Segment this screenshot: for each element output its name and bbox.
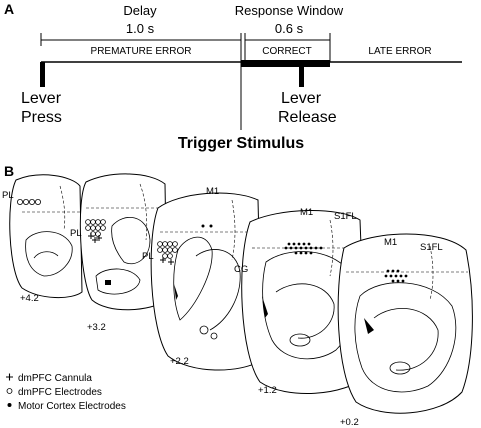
lever-release-label-line1: Lever [281, 90, 322, 107]
segment-premature-error: PREMATURE ERROR [91, 46, 192, 57]
legend-dmpfc-electrodes-label: dmPFC Electrodes [18, 387, 102, 398]
brain-section-4-2 [9, 174, 83, 299]
region-label-pl-3: PL [142, 251, 154, 262]
panel-b-letter: B [4, 163, 14, 179]
brain-section-3-2 [79, 173, 168, 311]
trigger-stimulus-title: Trigger Stimulus [178, 135, 304, 152]
region-label-m1-3: M1 [384, 237, 397, 248]
response-window-label: Response Window [235, 3, 344, 18]
region-label-m1-2: M1 [300, 207, 313, 218]
region-label-s1fl-2: S1FL [420, 242, 443, 253]
motor-electrode-legend-icon [7, 403, 12, 407]
timeline [40, 60, 462, 130]
response-window-bar [241, 60, 330, 67]
legend-cannula-label: dmPFC Cannula [18, 373, 92, 384]
delay-value: 1.0 s [126, 21, 155, 36]
region-label-pl-2: PL [70, 228, 82, 239]
cannula-legend-icon [6, 373, 13, 381]
brain-section-2-2 [150, 192, 263, 371]
lever-press-label-line1: Lever [21, 90, 62, 107]
dmpfc-electrode-legend-icon [6, 388, 13, 394]
response-window-value: 0.6 s [275, 21, 304, 36]
region-label-m1-1: M1 [206, 186, 219, 197]
lever-press-marker [40, 62, 45, 87]
coordinate-label: +0.2 [340, 417, 359, 428]
delay-label: Delay [123, 3, 157, 18]
legend-motor-electrodes-label: Motor Cortex Electrodes [18, 401, 126, 412]
legend: dmPFC Cannula dmPFC Electrodes Motor Cor… [6, 373, 126, 412]
segment-correct: CORRECT [262, 46, 311, 57]
lever-release-marker [299, 62, 304, 87]
electrode-markers [16, 198, 408, 283]
lever-release-label-line2: Release [278, 109, 337, 126]
brain-section-1-2 [241, 209, 367, 394]
coordinate-label: +2.2 [170, 356, 189, 367]
lever-press-label-line2: Press [21, 109, 62, 126]
coordinate-label: +4.2 [20, 293, 39, 304]
segment-late-error: LATE ERROR [368, 46, 431, 57]
coordinate-label: +3.2 [87, 322, 106, 333]
panel-a-letter: A [4, 1, 14, 17]
coordinate-label: +1.2 [258, 385, 277, 396]
region-label-s1fl-1: S1FL [334, 211, 357, 222]
brain-section-0-2 [337, 233, 473, 414]
region-label-pl-1: PL [2, 190, 14, 201]
region-label-cg: CG [234, 264, 248, 275]
timing-brackets [40, 33, 331, 62]
